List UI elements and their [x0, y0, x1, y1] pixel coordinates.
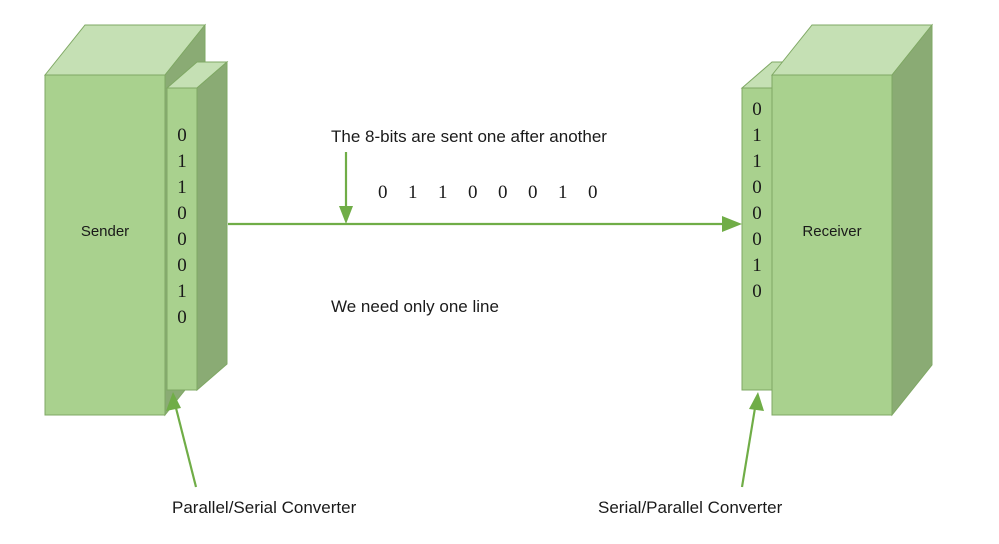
receiver-converter-bit-column: 0 1 1 0 0 0 1 0	[742, 97, 772, 305]
sender-block-front-face	[44, 74, 166, 416]
parallel-serial-converter-label: Parallel/Serial Converter	[172, 498, 357, 517]
sender-converter-side-face	[196, 60, 228, 392]
serial-parallel-converter-label: Serial/Parallel Converter	[598, 498, 783, 517]
serial-bitstream: 0 1 1 0 0 0 1 0	[368, 182, 608, 204]
sender-converter-front-face	[166, 87, 198, 391]
sender-bit: 1	[177, 177, 187, 198]
serial-bit: 0	[498, 182, 508, 203]
sender-bit: 0	[177, 307, 187, 328]
receiver-converter-front-face	[741, 87, 773, 391]
sender-bit: 0	[177, 125, 187, 146]
serial-bit: 1	[558, 182, 568, 203]
parallel-serial-converter-arrow	[166, 392, 198, 488]
receiver-block-front-face	[771, 74, 893, 416]
receiver-bit: 1	[752, 125, 762, 146]
parallel-serial-converter-arrow-head	[166, 392, 181, 411]
serial-parallel-converter-arrow	[740, 392, 764, 488]
serial-bit: 0	[468, 182, 478, 203]
receiver-bit: 0	[752, 203, 762, 224]
receiver-label: Receiver	[802, 223, 862, 240]
serial-bit: 0	[588, 182, 598, 203]
sender-converter-block	[165, 60, 229, 392]
transmission-line	[228, 216, 742, 232]
sender-bit: 1	[177, 281, 187, 302]
receiver-bit: 1	[752, 255, 762, 276]
receiver-block-side-face	[891, 23, 933, 417]
sender-converter-bit-column: 0 1 1 0 0 0 1 0	[167, 123, 197, 331]
receiver-block	[770, 23, 934, 417]
sender-bit: 0	[177, 203, 187, 224]
caption-down-arrow	[339, 152, 353, 224]
parallel-serial-converter-arrow-stroke	[174, 407, 198, 488]
transmission-line-arrowhead	[722, 216, 742, 232]
serial-bit: 1	[438, 182, 448, 203]
receiver-bit: 0	[752, 99, 762, 120]
serial-parallel-converter-arrow-stroke	[740, 407, 757, 488]
caption-down-arrow-head	[339, 206, 353, 224]
sender-bit: 0	[177, 255, 187, 276]
receiver-bit: 0	[752, 229, 762, 250]
serial-parallel-converter-arrow-head	[749, 392, 764, 411]
receiver-bit: 1	[752, 151, 762, 172]
top-caption: The 8-bits are sent one after another	[331, 127, 607, 146]
bottom-caption: We need only one line	[331, 297, 499, 316]
receiver-bit: 0	[752, 281, 762, 302]
receiver-bit: 0	[752, 177, 762, 198]
sender-bit: 1	[177, 151, 187, 172]
sender-label: Sender	[80, 223, 130, 240]
sender-bit: 0	[177, 229, 187, 250]
serial-bit: 1	[408, 182, 418, 203]
serial-bit: 0	[528, 182, 538, 203]
serial-bit: 0	[378, 182, 388, 203]
